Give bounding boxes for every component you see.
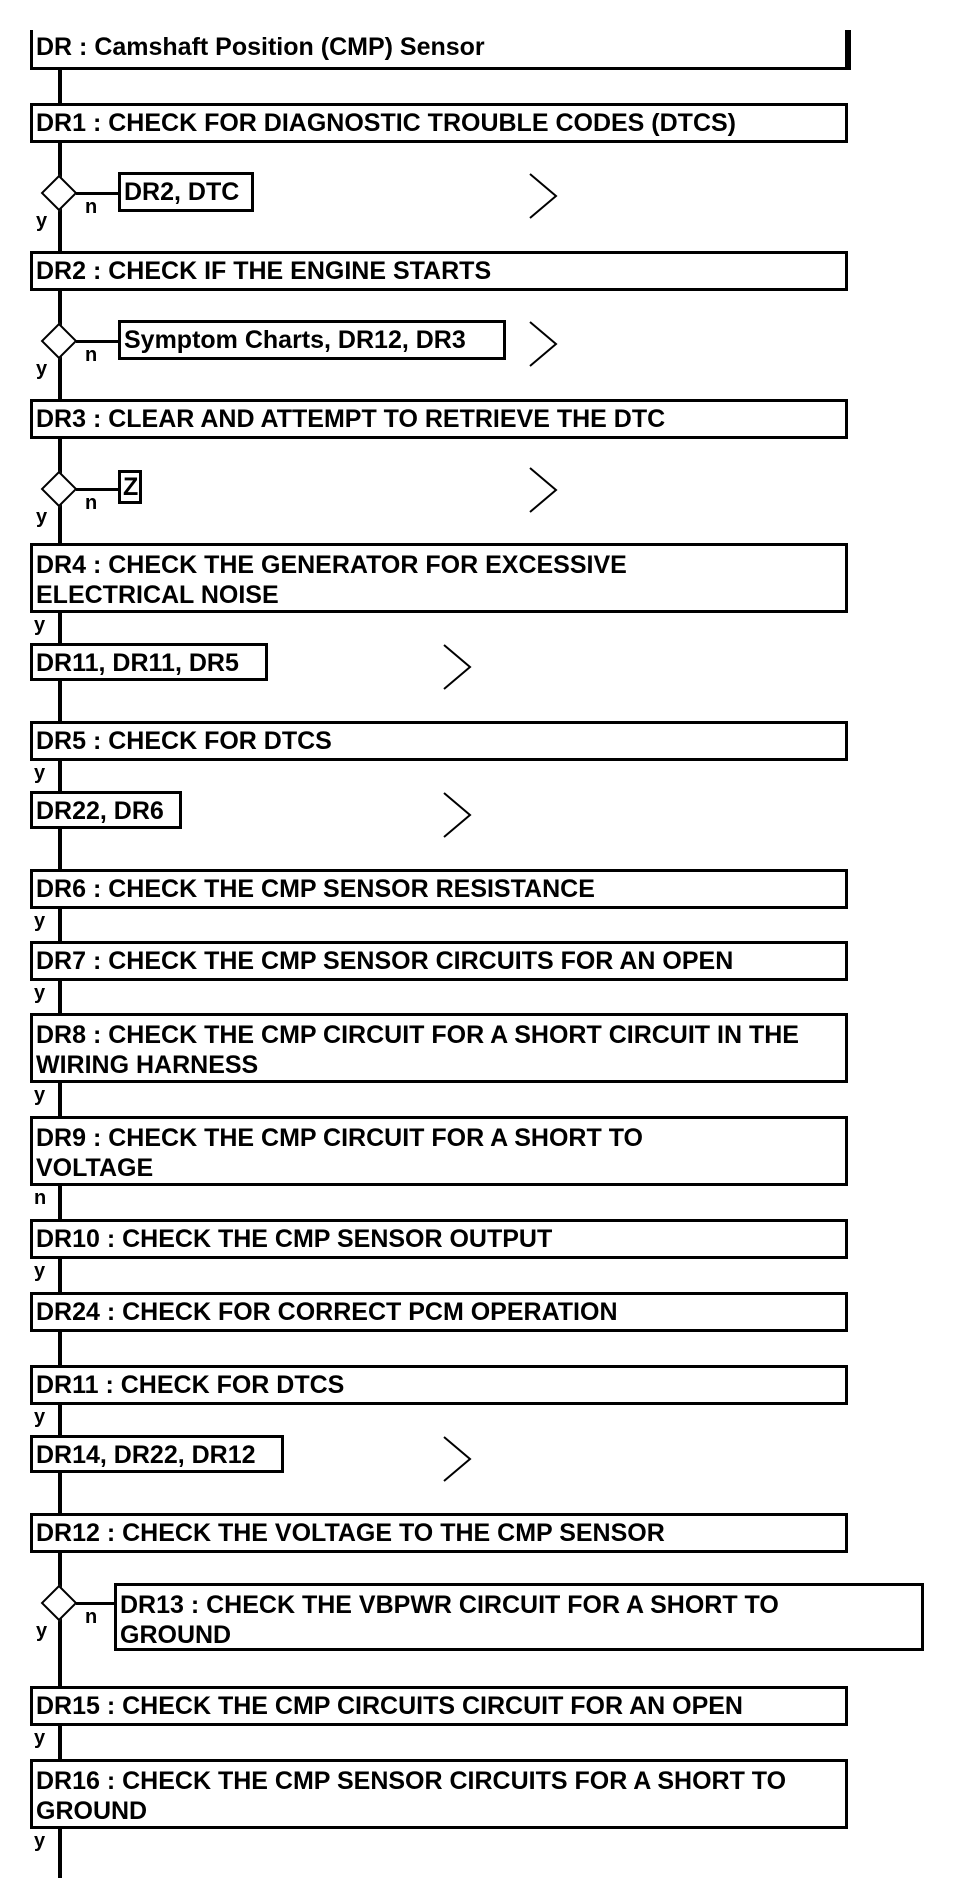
branch-symptom-charts: Symptom Charts, DR12, DR3 [118, 320, 506, 360]
decision-diamond [40, 1584, 78, 1622]
yes-label: y [36, 506, 48, 528]
chevron-right-icon[interactable] [528, 172, 558, 220]
step-dr8: DR8 : CHECK THE CMP CIRCUIT FOR A SHORT … [30, 1013, 848, 1083]
step-dr9: DR9 : CHECK THE CMP CIRCUIT FOR A SHORT … [30, 1116, 848, 1186]
chevron-right-icon[interactable] [442, 791, 472, 839]
step-dr10: DR10 : CHECK THE CMP SENSOR OUTPUT [30, 1219, 848, 1259]
step-dr2: DR2 : CHECK IF THE ENGINE STARTS [30, 251, 848, 291]
yes-label: y [34, 1727, 46, 1749]
chevron-right-icon[interactable] [528, 466, 558, 514]
step-dr5: DR5 : CHECK FOR DTCS [30, 721, 848, 761]
yes-label: y [34, 1830, 46, 1852]
yes-label: y [36, 1620, 48, 1642]
yes-label: y [34, 982, 46, 1004]
step-dr13: DR13 : CHECK THE VBPWR CIRCUIT FOR A SHO… [114, 1583, 924, 1651]
branch-dr11-dr5: DR11, DR11, DR5 [30, 643, 268, 681]
connector-line [847, 30, 851, 70]
decision-diamond [40, 470, 78, 508]
branch-dr14-dr22-dr12: DR14, DR22, DR12 [30, 1435, 284, 1473]
diagram-header: DR : Camshaft Position (CMP) Sensor [30, 30, 848, 70]
chevron-right-icon[interactable] [528, 320, 558, 368]
step-dr1: DR1 : CHECK FOR DIAGNOSTIC TROUBLE CODES… [30, 103, 848, 143]
no-label: n [85, 196, 98, 218]
step-dr3: DR3 : CLEAR AND ATTEMPT TO RETRIEVE THE … [30, 399, 848, 439]
yes-label: y [34, 614, 46, 636]
decision-diamond [40, 174, 78, 212]
step-dr11: DR11 : CHECK FOR DTCS [30, 1365, 848, 1405]
chevron-right-icon[interactable] [442, 1435, 472, 1483]
step-dr7: DR7 : CHECK THE CMP SENSOR CIRCUITS FOR … [30, 941, 848, 981]
branch-dr22-dr6: DR22, DR6 [30, 791, 182, 829]
no-label: n [85, 344, 98, 366]
branch-dr2-dtc: DR2, DTC [118, 172, 254, 212]
step-dr15: DR15 : CHECK THE CMP CIRCUITS CIRCUIT FO… [30, 1686, 848, 1726]
step-dr4: DR4 : CHECK THE GENERATOR FOR EXCESSIVE … [30, 543, 848, 613]
chevron-right-icon[interactable] [442, 643, 472, 691]
branch-z: Z [118, 470, 142, 504]
yes-label: y [34, 762, 46, 784]
step-dr16: DR16 : CHECK THE CMP SENSOR CIRCUITS FOR… [30, 1759, 848, 1829]
yes-label: y [36, 358, 48, 380]
yes-label: y [36, 210, 48, 232]
connector-line [76, 1602, 118, 1605]
connector-line [76, 192, 118, 195]
no-label: n [34, 1187, 47, 1209]
step-dr24: DR24 : CHECK FOR CORRECT PCM OPERATION [30, 1292, 848, 1332]
yes-label: y [34, 1406, 46, 1428]
yes-label: y [34, 1260, 46, 1282]
no-label: n [85, 1606, 98, 1628]
step-dr12: DR12 : CHECK THE VOLTAGE TO THE CMP SENS… [30, 1513, 848, 1553]
decision-diamond [40, 322, 78, 360]
no-label: n [85, 492, 98, 514]
connector-line [76, 340, 118, 343]
connector-line [76, 488, 118, 491]
yes-label: y [34, 1084, 46, 1106]
step-dr6: DR6 : CHECK THE CMP SENSOR RESISTANCE [30, 869, 848, 909]
yes-label: y [34, 910, 46, 932]
